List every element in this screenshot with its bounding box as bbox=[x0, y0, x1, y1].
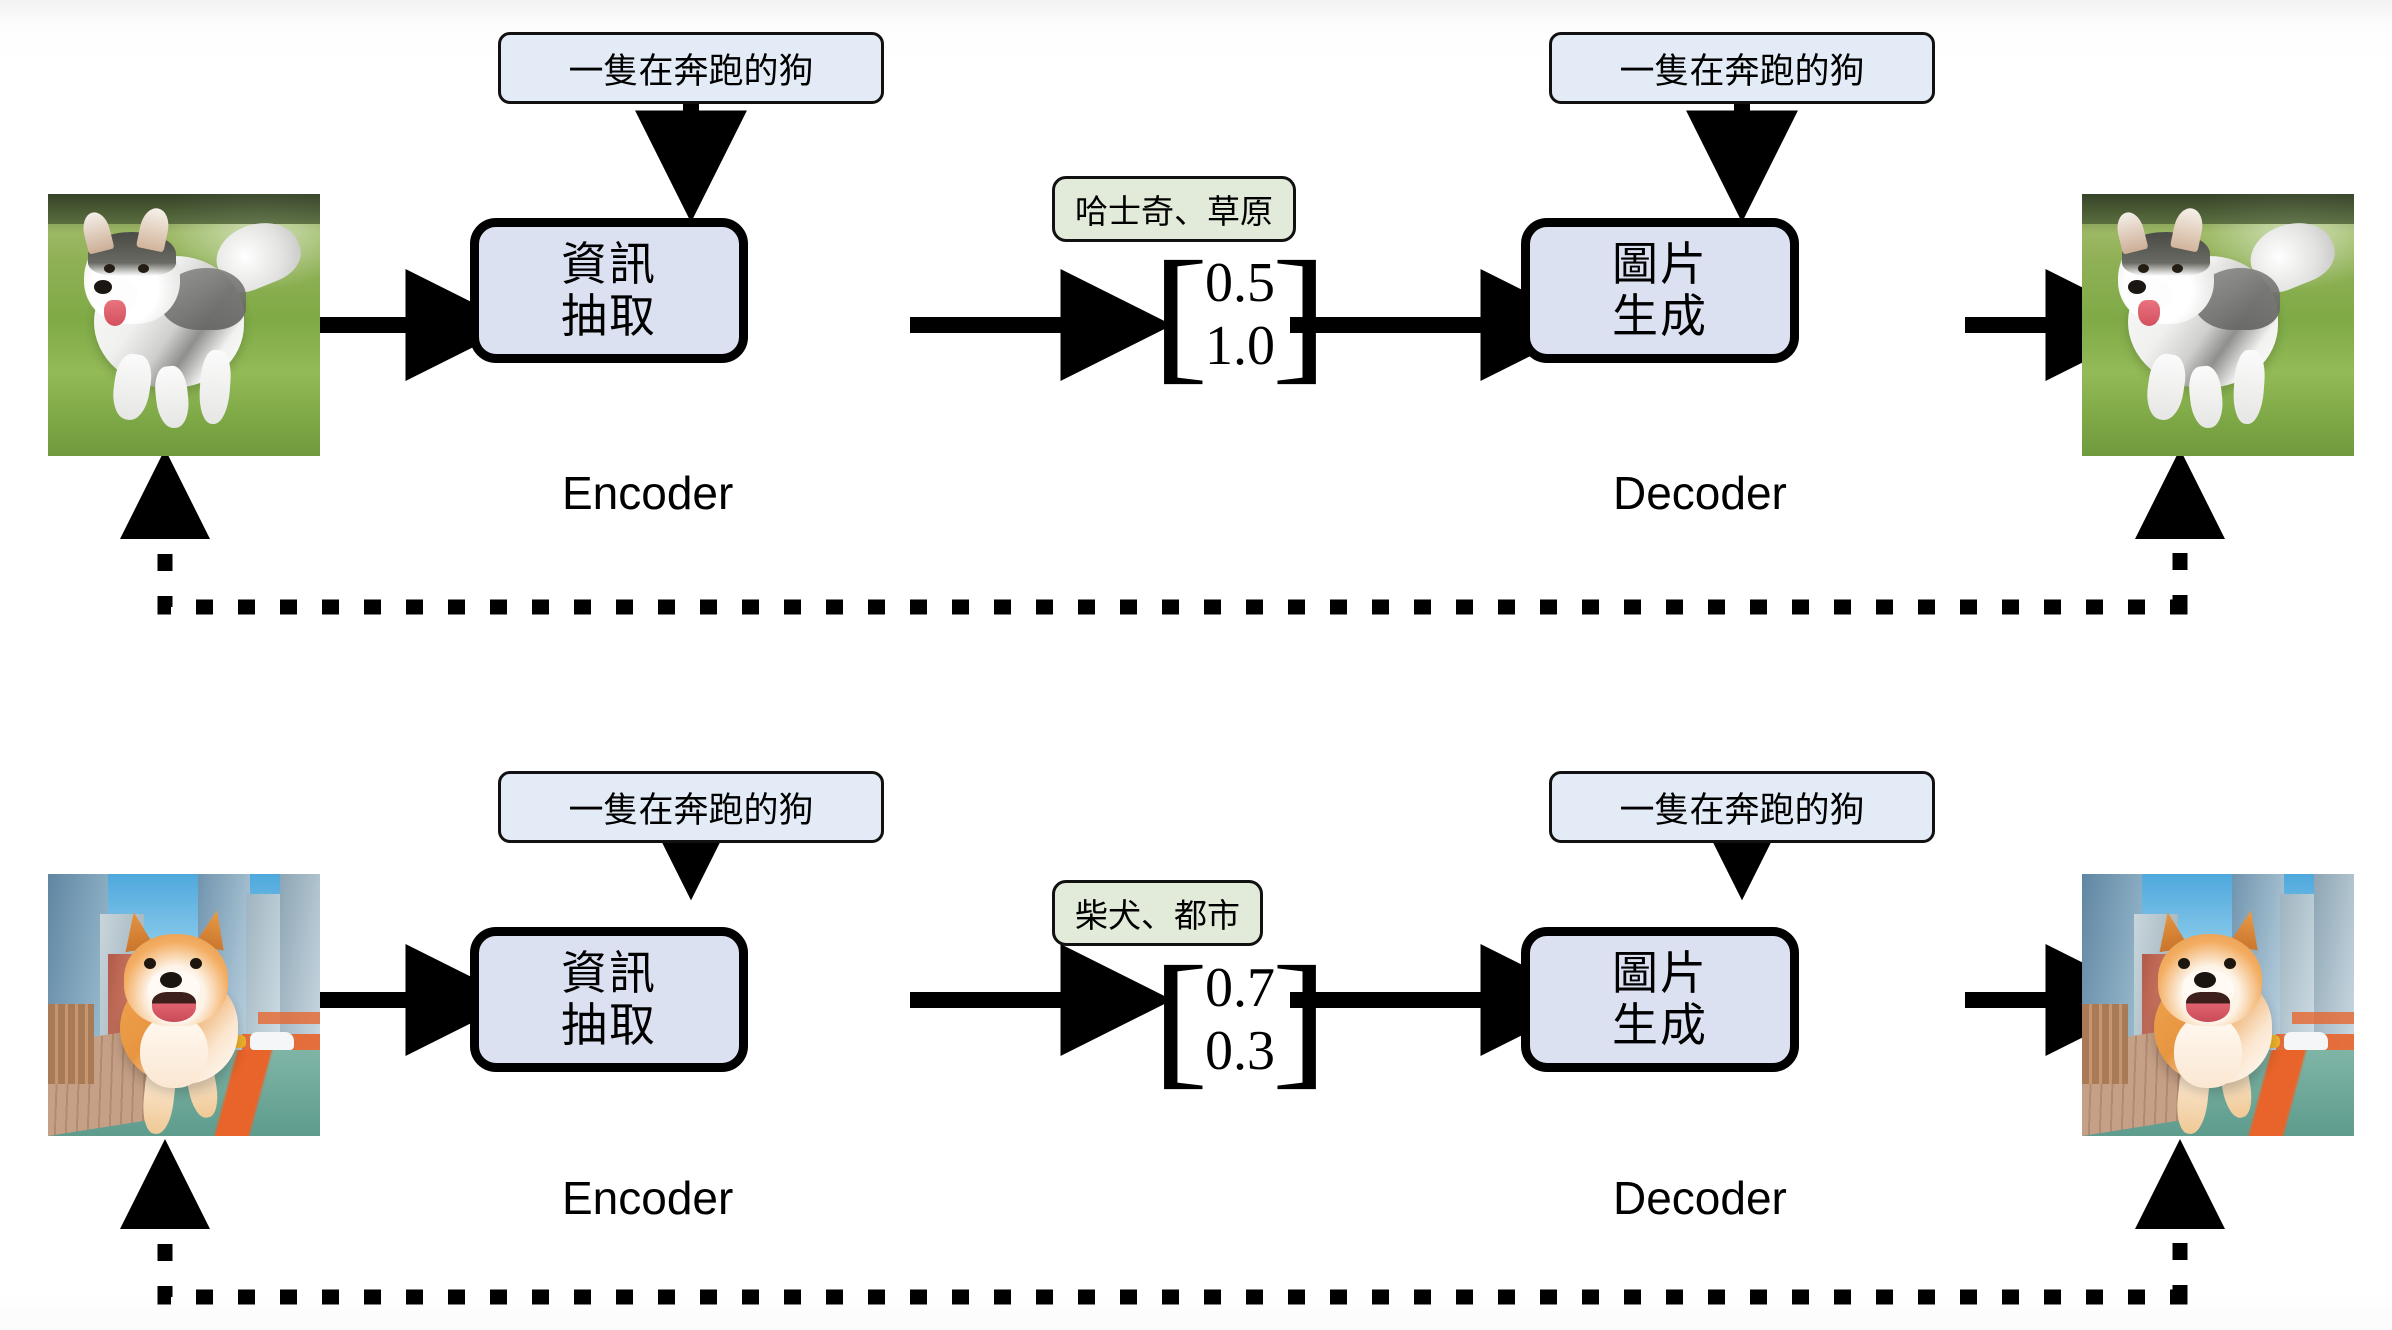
output-image-shiba[interactable] bbox=[2082, 874, 2354, 1136]
input-caption-shiba: 一隻在奔跑的狗 bbox=[498, 771, 884, 843]
encoder-role-label-husky: Encoder bbox=[562, 467, 734, 519]
encoder-role-label-shiba: Encoder bbox=[562, 1172, 734, 1224]
latent-semantic-label-shiba: 柴犬、都市 bbox=[1052, 880, 1263, 946]
encoder-label-line1: 資訊 bbox=[561, 945, 657, 1000]
bracket-left-icon: [ bbox=[1151, 231, 1209, 398]
latent-value-1: 0.3 bbox=[1204, 1019, 1275, 1082]
bracket-right-icon: ] bbox=[1271, 231, 1329, 398]
decoder-caption-shiba: 一隻在奔跑的狗 bbox=[1549, 771, 1935, 843]
decoder-label-line1: 圖片 bbox=[1612, 945, 1708, 1000]
latent-value-1: 1.0 bbox=[1204, 314, 1275, 377]
decoder-caption-husky: 一隻在奔跑的狗 bbox=[1549, 32, 1935, 104]
decoder-label-line2: 生成 bbox=[1612, 288, 1708, 343]
decoder-role-label-shiba: Decoder bbox=[1613, 1172, 1787, 1224]
latent-value-0: 0.7 bbox=[1204, 957, 1275, 1019]
decoder-box-shiba[interactable]: 圖片 生成 bbox=[1521, 927, 1799, 1072]
bracket-left-icon: [ bbox=[1151, 936, 1209, 1103]
encoder-label-line1: 資訊 bbox=[561, 236, 657, 291]
input-caption-husky: 一隻在奔跑的狗 bbox=[498, 32, 884, 104]
encoder-box-husky[interactable]: 資訊 抽取 bbox=[470, 218, 748, 363]
pipeline-row-husky: 一隻在奔跑的狗 資訊 抽取 Encoder 哈士奇、草原 [ 0.5 1.0 ]… bbox=[48, 32, 2354, 519]
latent-vector-husky: [ 0.5 1.0 ] bbox=[1151, 231, 1329, 398]
output-image-husky[interactable] bbox=[2082, 194, 2354, 456]
input-image-shiba[interactable] bbox=[48, 874, 320, 1136]
latent-semantic-label-husky: 哈士奇、草原 bbox=[1052, 176, 1296, 242]
decoder-label-line2: 生成 bbox=[1612, 997, 1708, 1052]
bracket-right-icon: ] bbox=[1271, 936, 1329, 1103]
decoder-label-line1: 圖片 bbox=[1612, 236, 1708, 291]
input-image-husky[interactable] bbox=[48, 194, 320, 456]
latent-vector-shiba: [ 0.7 0.3 ] bbox=[1151, 936, 1329, 1103]
encoder-label-line2: 抽取 bbox=[561, 288, 657, 343]
encoder-box-shiba[interactable]: 資訊 抽取 bbox=[470, 927, 748, 1072]
latent-value-0: 0.5 bbox=[1204, 252, 1275, 314]
pipeline-row-shiba: 一隻在奔跑的狗 資訊 抽取 Encoder 柴犬、都市 [ 0.7 0.3 ] … bbox=[0, 665, 2392, 1330]
encoder-label-line2: 抽取 bbox=[561, 997, 657, 1052]
decoder-role-label-husky: Decoder bbox=[1613, 467, 1787, 519]
decoder-box-husky[interactable]: 圖片 生成 bbox=[1521, 218, 1799, 363]
